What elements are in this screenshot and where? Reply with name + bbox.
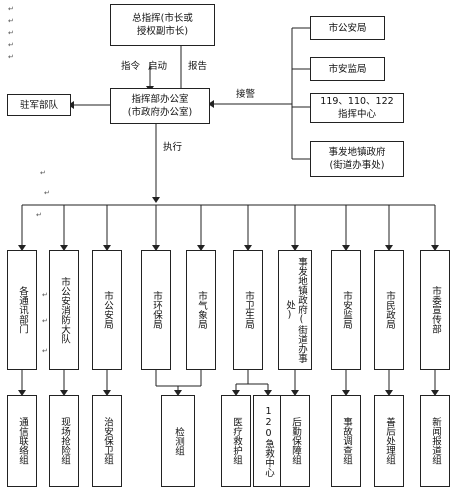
source-box: 市公安局 xyxy=(310,16,385,40)
paragraph-mark: ↵ xyxy=(40,169,46,177)
label-order: 指令 xyxy=(121,61,141,72)
paragraph-mark: ↵ xyxy=(8,53,14,61)
group-box: 120急救中心 xyxy=(253,395,283,487)
department-box: 市委宣传部 xyxy=(420,250,450,370)
group-box: 通信联络组 xyxy=(7,395,37,487)
department-box: 市公安局 xyxy=(92,250,122,370)
group-box: 善后处理组 xyxy=(374,395,404,487)
department-box: 市环保局 xyxy=(141,250,171,370)
group-box: 后勤保障组 xyxy=(280,395,310,487)
department-box: 各通讯部门 xyxy=(7,250,37,370)
paragraph-mark: ↵ xyxy=(8,5,14,13)
source-box: 事发地镇政府 (街道办事处) xyxy=(310,141,404,177)
department-box: 市安监局 xyxy=(331,250,361,370)
department-box: 市公安消防大队 xyxy=(49,250,79,370)
department-box: 市气象局 xyxy=(186,250,216,370)
group-box: 事故调查组 xyxy=(331,395,361,487)
group-box: 新闻报道组 xyxy=(420,395,450,487)
source-box: 市安监局 xyxy=(310,57,385,81)
garrison-box: 驻军部队 xyxy=(7,94,71,116)
label-execute: 执行 xyxy=(163,142,183,153)
department-box: 市卫生局 xyxy=(233,250,263,370)
source-box: 119、110、122 指挥中心 xyxy=(310,93,404,123)
paragraph-mark: ↵ xyxy=(42,317,48,325)
office-box: 指挥部办公室 (市政府办公室) xyxy=(110,88,210,124)
paragraph-mark: ↵ xyxy=(42,347,48,355)
group-box: 检测组 xyxy=(161,395,195,487)
group-box: 医疗救护组 xyxy=(221,395,251,487)
paragraph-mark: ↵ xyxy=(44,189,50,197)
group-box: 治安保卫组 xyxy=(92,395,122,487)
label-receive: 接警 xyxy=(236,89,256,100)
group-box: 现场抢险组 xyxy=(49,395,79,487)
paragraph-mark: ↵ xyxy=(8,41,14,49)
label-start: 启动 xyxy=(148,61,168,72)
paragraph-mark: ↵ xyxy=(42,291,48,299)
label-report: 报告 xyxy=(188,61,208,72)
paragraph-mark: ↵ xyxy=(8,17,14,25)
department-box: 事发地镇政府(街道办事处) xyxy=(278,250,312,370)
department-box: 市民政局 xyxy=(374,250,404,370)
paragraph-mark: ↵ xyxy=(8,29,14,37)
commander-box: 总指挥(市长或 授权副市长) xyxy=(110,4,215,46)
paragraph-mark: ↵ xyxy=(36,211,42,219)
